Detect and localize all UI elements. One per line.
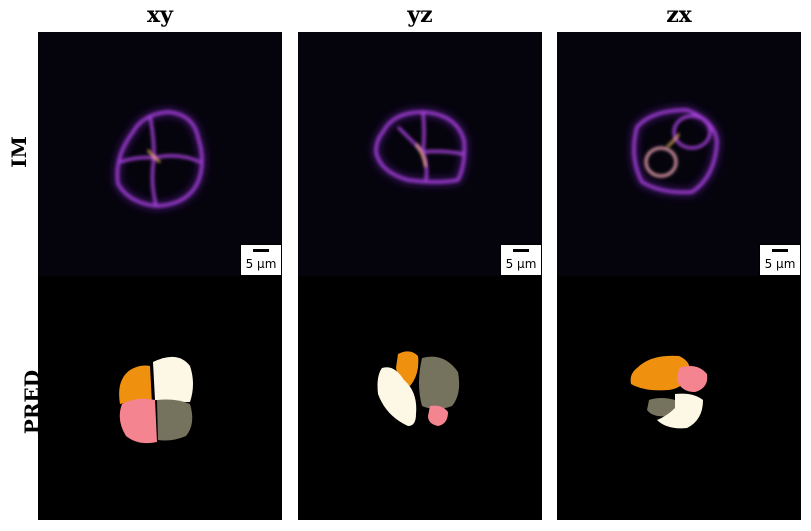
membrane-image-zx <box>629 105 722 197</box>
segment-cream <box>377 367 417 426</box>
column-title-zx: zx <box>666 2 692 28</box>
scalebar-label: 5 µm <box>245 257 277 271</box>
segment-pink <box>119 398 157 444</box>
prediction-panel-xy <box>38 276 282 520</box>
segmentation-zx <box>630 355 708 429</box>
segmentation-yz <box>377 351 460 426</box>
prediction-panel-yz <box>298 276 542 520</box>
scalebar-xy: 5 µm <box>240 244 282 276</box>
segment-gray <box>647 398 677 417</box>
scalebar-zx: 5 µm <box>759 244 801 276</box>
column-title-yz: yz <box>407 2 433 28</box>
membrane-image-xy <box>113 107 206 211</box>
image-panel-xy: 5 µm <box>38 32 282 276</box>
segmentation-xy <box>119 356 193 444</box>
scalebar-line <box>253 249 269 252</box>
prediction-panel-zx <box>557 276 801 520</box>
scalebar-yz: 5 µm <box>500 244 542 276</box>
segment-orange <box>119 365 152 404</box>
segment-cream <box>153 356 193 402</box>
row-label-pred: PRED <box>20 369 45 435</box>
segment-cream <box>657 393 703 429</box>
image-panel-yz: 5 µm <box>298 32 542 276</box>
scalebar-label: 5 µm <box>505 257 537 271</box>
column-title-xy: xy <box>147 2 173 28</box>
segment-gray <box>157 399 193 441</box>
membrane-image-yz <box>371 107 469 186</box>
scalebar-line <box>772 249 788 252</box>
segment-pink <box>677 366 708 392</box>
scalebar-label: 5 µm <box>764 257 796 271</box>
segment-gray <box>419 356 460 409</box>
segment-orange <box>630 355 690 391</box>
segment-pink <box>428 405 448 426</box>
image-panel-zx: 5 µm <box>557 32 801 276</box>
scalebar-line <box>513 249 529 252</box>
row-label-im: IM <box>7 136 31 168</box>
